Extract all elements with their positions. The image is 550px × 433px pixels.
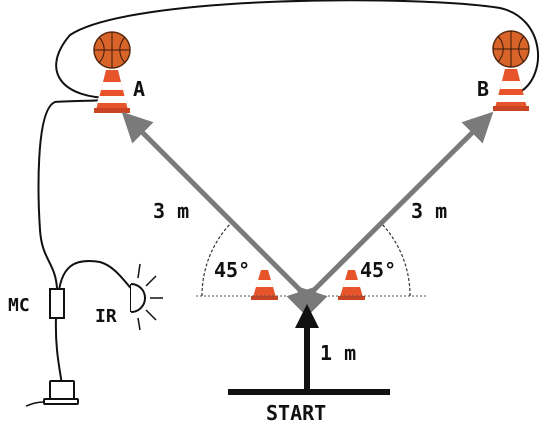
- distance-label-right: 3 m: [411, 199, 447, 223]
- microcontroller-box: [49, 288, 65, 319]
- basketball-icon: [492, 30, 530, 68]
- distance-label-center: 1 m: [320, 341, 356, 365]
- cone-b-label: B: [477, 77, 489, 101]
- traffic-cone-icon: [94, 70, 130, 113]
- arrow-to-cone-b: [286, 111, 494, 318]
- infrared-sensor-icon: [130, 263, 163, 331]
- arrow-to-cone-a: [121, 111, 328, 318]
- laptop-icon: [25, 380, 79, 407]
- cable-mc-to-laptop: [54, 317, 63, 386]
- cone-a-label: A: [133, 77, 145, 101]
- traffic-cone-icon: [493, 69, 529, 111]
- start-label: START: [266, 401, 326, 425]
- ir-label: IR: [95, 306, 117, 327]
- sensor-cable-loop: [55, 0, 540, 100]
- cable-mc-to-ir: [57, 260, 143, 301]
- basketball-icon: [93, 31, 131, 69]
- mc-label: MC: [8, 295, 30, 316]
- angle-label-left: 45°: [214, 258, 250, 282]
- angle-label-right: 45°: [360, 258, 396, 282]
- cable-to-mc: [37, 97, 119, 289]
- distance-label-left: 3 m: [153, 199, 189, 223]
